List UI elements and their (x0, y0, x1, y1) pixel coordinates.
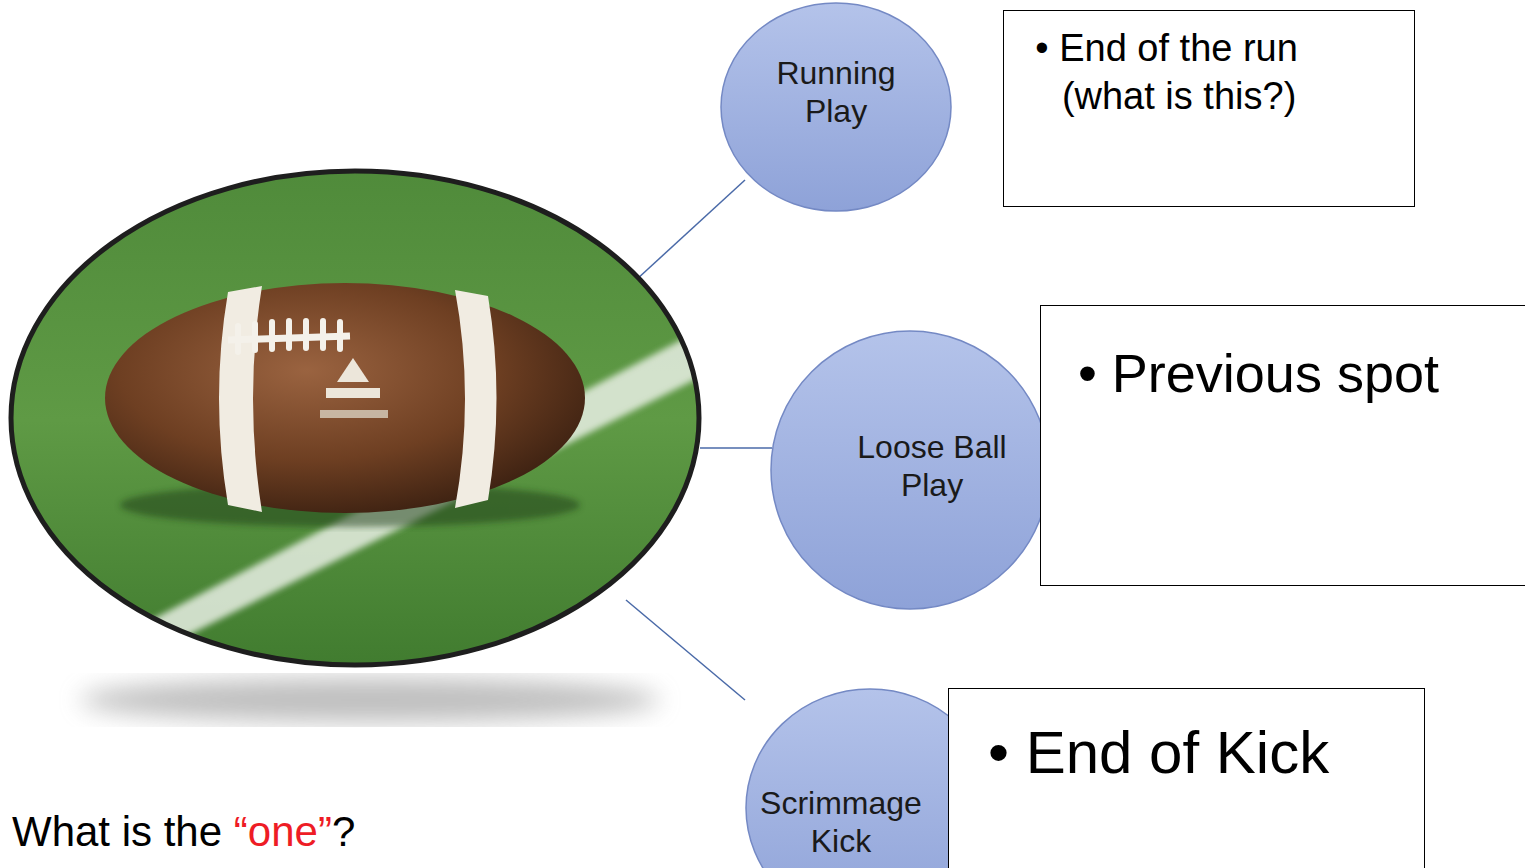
topic-circle: Running Play (720, 2, 952, 212)
rule-box: • End of Kick (948, 688, 1425, 868)
topic-label: Scrimmage Kick (751, 784, 931, 861)
caption-part: ? (332, 808, 355, 855)
rule-text: • End of the run (what is this?) (1022, 25, 1400, 120)
caption-part: “one” (234, 808, 332, 855)
caption-part: What is the (12, 808, 222, 855)
caption: What is the “one”? (12, 808, 355, 856)
rule-box: • End of the run (what is this?) (1003, 10, 1415, 207)
topic-label: Loose Ball Play (822, 428, 1042, 505)
topic-label: Running Play (751, 54, 921, 131)
topic-circle: Loose Ball Play (770, 330, 1050, 610)
rule-box: • Previous spot (1040, 305, 1525, 586)
rule-text: • Previous spot (1059, 340, 1525, 408)
rule-text: • End of Kick (967, 715, 1410, 790)
